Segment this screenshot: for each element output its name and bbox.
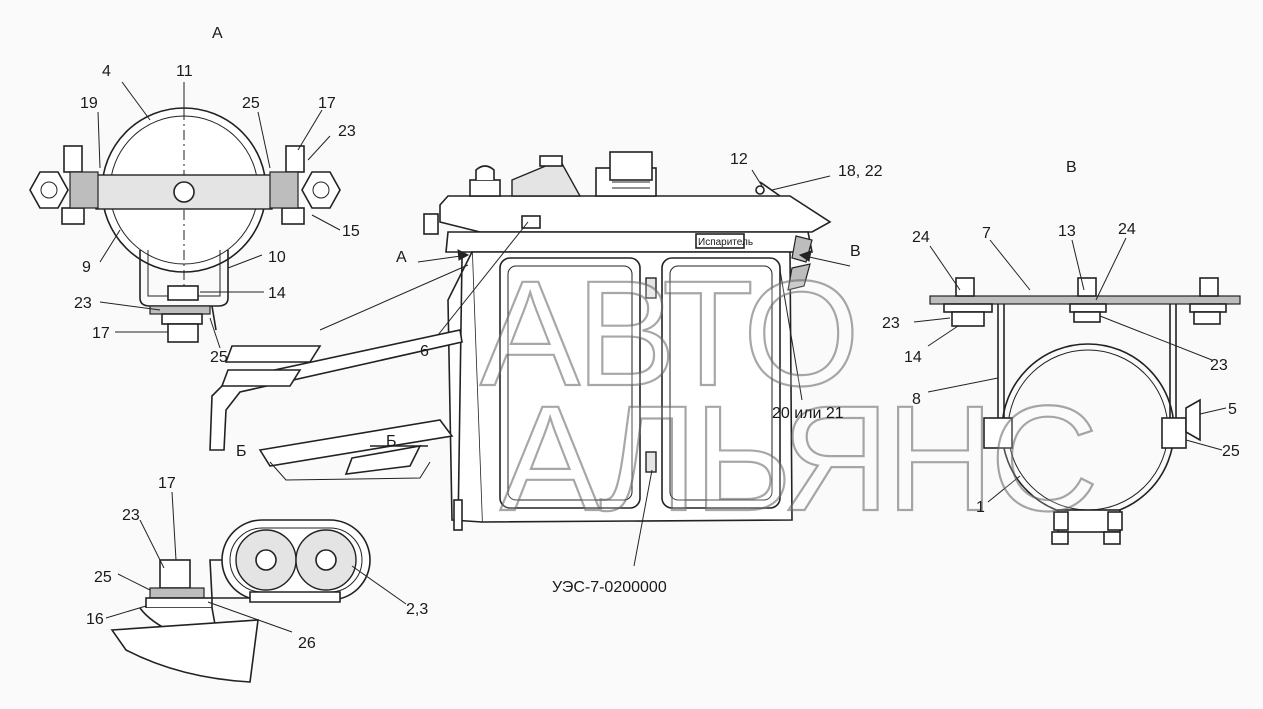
label-6: 6 — [420, 343, 429, 360]
view-a-title: А — [212, 25, 223, 42]
label-25-a: 25 — [242, 95, 260, 112]
label-26: 26 — [298, 635, 316, 652]
label-23-e: 23 — [122, 507, 140, 524]
view-v-title: В — [1066, 159, 1077, 176]
label-25-b: 25 — [210, 349, 228, 366]
label-7: 7 — [982, 225, 991, 242]
label-16: 16 — [86, 611, 104, 628]
view-v-leaders — [913, 237, 1227, 503]
label-23-c: 23 — [882, 315, 900, 332]
view-b-frame — [209, 329, 463, 481]
label-20-or-21: 20 или 21 — [772, 405, 844, 422]
label-11: 11 — [176, 63, 193, 80]
cab-leaders — [319, 169, 851, 567]
label-2-3: 2,3 — [406, 601, 428, 618]
watermark: АВТО АЛЬЯНС — [479, 248, 1100, 543]
label-24-b: 24 — [1118, 221, 1136, 238]
cable-clamp-detail — [110, 519, 371, 683]
view-a-leaders — [97, 81, 341, 349]
label-23-a: 23 — [338, 123, 356, 140]
label-25-d: 25 — [94, 569, 112, 586]
label-17-b: 17 — [92, 325, 110, 342]
cab-assembly — [423, 151, 832, 531]
label-25-c: 25 — [1222, 443, 1240, 460]
label-15: 15 — [342, 223, 360, 240]
label-8: 8 — [912, 391, 921, 408]
label-17-c: 17 — [158, 475, 176, 492]
label-4: 4 — [102, 63, 111, 80]
view-v-clamp — [929, 277, 1241, 545]
label-14-a: 14 — [268, 285, 286, 302]
view-a-clamp — [29, 90, 341, 343]
label-19: 19 — [80, 95, 98, 112]
label-24-a: 24 — [912, 229, 930, 246]
label-5: 5 — [1228, 401, 1237, 418]
label-17-a: 17 — [318, 95, 336, 112]
arrow-v-label: В — [850, 243, 861, 260]
view-b-marker: Б — [386, 433, 397, 450]
label-13: 13 — [1058, 223, 1076, 240]
label-18-22: 18, 22 — [838, 163, 883, 180]
label-9: 9 — [82, 259, 91, 276]
label-23-d: 23 — [1210, 357, 1228, 374]
watermark-line2: АЛЬЯНС — [500, 374, 1094, 542]
part-number: УЭС-7-0200000 — [552, 579, 667, 596]
cable-clamp-leaders — [105, 491, 407, 633]
label-1: 1 — [976, 499, 985, 516]
label-23-b: 23 — [74, 295, 92, 312]
labels: А В Б Б А В 4 11 19 25 17 23 15 9 10 14 … — [74, 25, 1240, 652]
arrow-a-label: А — [396, 249, 407, 266]
label-14-b: 14 — [904, 349, 922, 366]
label-10: 10 — [268, 249, 286, 266]
watermark-line1: АВТО — [480, 249, 856, 417]
evaporator-plate: Испаритель — [698, 237, 753, 248]
label-12: 12 — [730, 151, 748, 168]
view-b-title: Б — [236, 443, 247, 460]
